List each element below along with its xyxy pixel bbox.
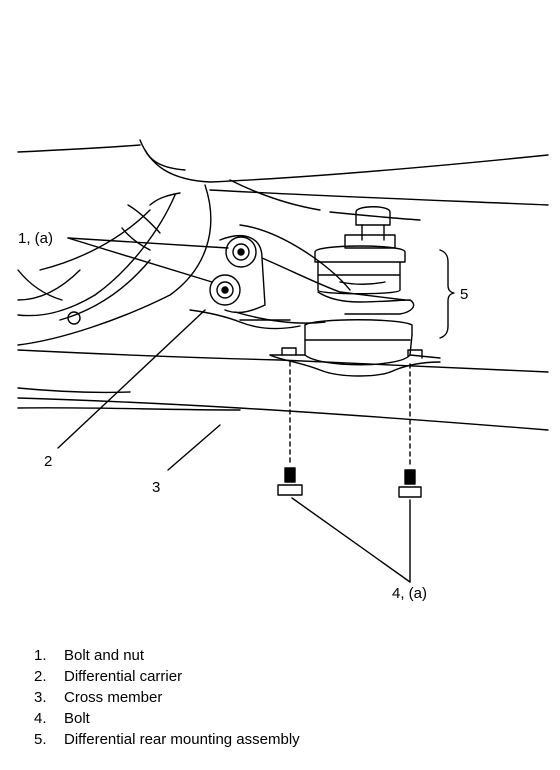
legend-number: 1. — [34, 647, 47, 664]
mounting-diagram: 1, (a) 2 3 4, (a) 5 — [17, 139, 549, 602]
parts-legend: 1. Bolt and nut 2. Differential carrier 3.… — [34, 645, 300, 750]
legend-item: 2. Differential carrier — [34, 666, 300, 687]
legend-item: 3. Cross member — [34, 687, 300, 708]
differential-carrier — [189, 224, 406, 330]
bolts-item-4 — [277, 361, 422, 498]
legend-item: 4. Bolt — [34, 708, 300, 729]
callout-5: 5 — [460, 286, 468, 303]
leader-lines — [57, 237, 411, 583]
legend-text: Bolt — [64, 710, 90, 727]
legend-number: 2. — [34, 668, 47, 685]
rear-mounting-assembly — [269, 206, 441, 377]
callout-4: 4, (a) — [392, 585, 427, 602]
legend-text: Differential carrier — [64, 668, 183, 685]
bolt-and-nut-upper — [225, 236, 257, 268]
legend-item: 1. Bolt and nut — [34, 645, 300, 666]
legend-item: 5. Differential rear mounting assembly — [34, 729, 300, 750]
bolt-and-nut-lower — [209, 274, 241, 306]
vehicle-body-lines — [17, 139, 549, 221]
callout-1: 1, (a) — [18, 230, 53, 247]
legend-number: 3. — [34, 689, 47, 706]
cross-member — [17, 349, 549, 431]
callout-3: 3 — [152, 479, 160, 496]
legend-text: Differential rear mounting assembly — [64, 731, 300, 748]
bracket-item-5 — [439, 249, 455, 339]
legend-number: 5. — [34, 731, 47, 748]
callout-2: 2 — [44, 453, 52, 470]
legend-text: Cross member — [64, 689, 163, 706]
wheel-arc — [17, 184, 212, 346]
legend-number: 4. — [34, 710, 47, 727]
legend-text: Bolt and nut — [64, 647, 145, 664]
